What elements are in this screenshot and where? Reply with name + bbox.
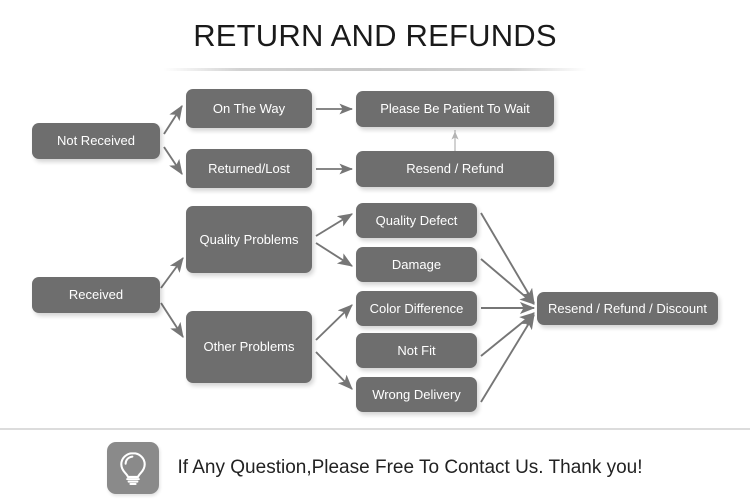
arrow-quality-defect-to-final (480, 212, 535, 304)
page-title: RETURN AND REFUNDS (193, 18, 557, 53)
title-divider (163, 68, 587, 71)
arrow-not-fit-to-final (480, 312, 535, 357)
footer: If Any Question,Please Free To Contact U… (0, 436, 750, 500)
arrow-quality-problems-to-damage (315, 242, 353, 267)
arrow-not-received-to-returned-lost (163, 146, 183, 175)
node-damage[interactable]: Damage (356, 247, 477, 282)
flowchart-arrow-layer (160, 103, 536, 403)
node-please-be-patient-to-wait[interactable]: Please Be Patient To Wait (356, 91, 554, 127)
node-received[interactable]: Received (32, 277, 160, 313)
arrow-other-problems-to-color-difference (315, 304, 353, 341)
arrow-wrong-delivery-to-final (480, 314, 535, 403)
arrow-quality-problems-to-quality-defect (315, 213, 353, 237)
arrow-received-to-other-problems (160, 302, 184, 338)
arrow-damage-to-final (480, 258, 535, 305)
node-returned-lost[interactable]: Returned/Lost (186, 149, 312, 188)
arrow-received-to-quality-problems (160, 257, 184, 289)
footer-divider (0, 428, 750, 430)
arrow-other-problems-to-wrong-delivery (315, 351, 353, 390)
node-resend-refund[interactable]: Resend / Refund (356, 151, 554, 187)
node-color-difference[interactable]: Color Difference (356, 291, 477, 326)
node-on-the-way[interactable]: On The Way (186, 89, 312, 128)
flowchart: Not Received Received On The Way Returne… (32, 89, 718, 412)
node-not-received[interactable]: Not Received (32, 123, 160, 159)
footer-text: If Any Question,Please Free To Contact U… (177, 457, 643, 478)
node-other-problems[interactable]: Other Problems (186, 311, 312, 383)
lightbulb-icon (107, 442, 160, 494)
node-quality-problems[interactable]: Quality Problems (186, 206, 312, 273)
node-not-fit[interactable]: Not Fit (356, 333, 477, 368)
arrow-not-received-to-on-the-way (163, 105, 183, 135)
node-resend-refund-discount[interactable]: Resend / Refund / Discount (537, 292, 718, 325)
node-wrong-delivery[interactable]: Wrong Delivery (356, 377, 477, 412)
node-quality-defect[interactable]: Quality Defect (356, 203, 477, 238)
